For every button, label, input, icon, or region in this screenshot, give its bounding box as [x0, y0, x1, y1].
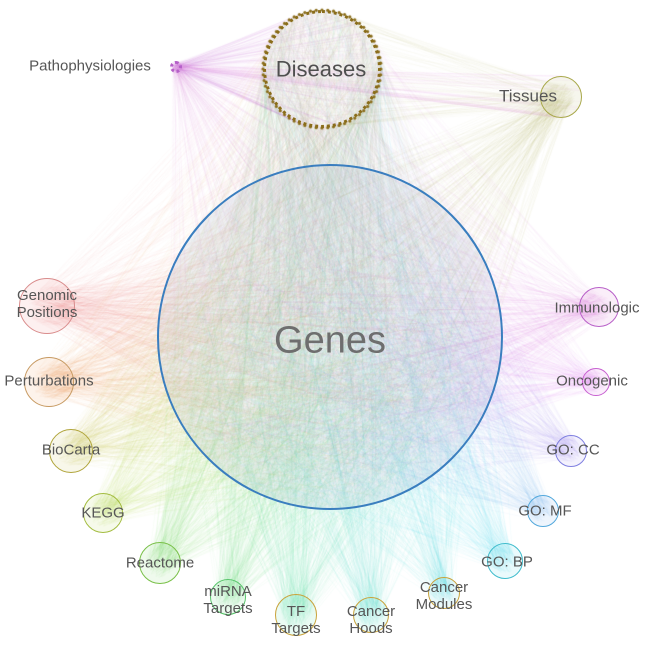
node-go-mf-circle[interactable]	[527, 495, 559, 527]
node-tf-targets-circle[interactable]	[275, 594, 317, 636]
node-pathophysiologies-circle[interactable]	[170, 61, 182, 73]
node-diseases-circle[interactable]	[263, 10, 381, 128]
node-tissues-circle[interactable]	[540, 76, 582, 118]
node-biocarta-circle[interactable]	[49, 429, 93, 473]
node-cancer-modules-circle[interactable]	[428, 577, 460, 609]
node-go-cc-circle[interactable]	[555, 435, 587, 467]
node-perturbations-circle[interactable]	[24, 357, 74, 407]
node-immunologic-circle[interactable]	[579, 287, 619, 327]
node-genomic-positions-circle[interactable]	[19, 278, 75, 334]
node-genes-circle[interactable]	[157, 164, 503, 510]
node-go-bp-circle[interactable]	[487, 543, 523, 579]
node-reactome-circle[interactable]	[139, 542, 181, 584]
node-cancer-hoods-circle[interactable]	[353, 597, 389, 633]
node-kegg-circle[interactable]	[83, 493, 123, 533]
node-mirna-targets-circle[interactable]	[210, 579, 246, 615]
node-oncogenic-circle[interactable]	[582, 368, 610, 396]
